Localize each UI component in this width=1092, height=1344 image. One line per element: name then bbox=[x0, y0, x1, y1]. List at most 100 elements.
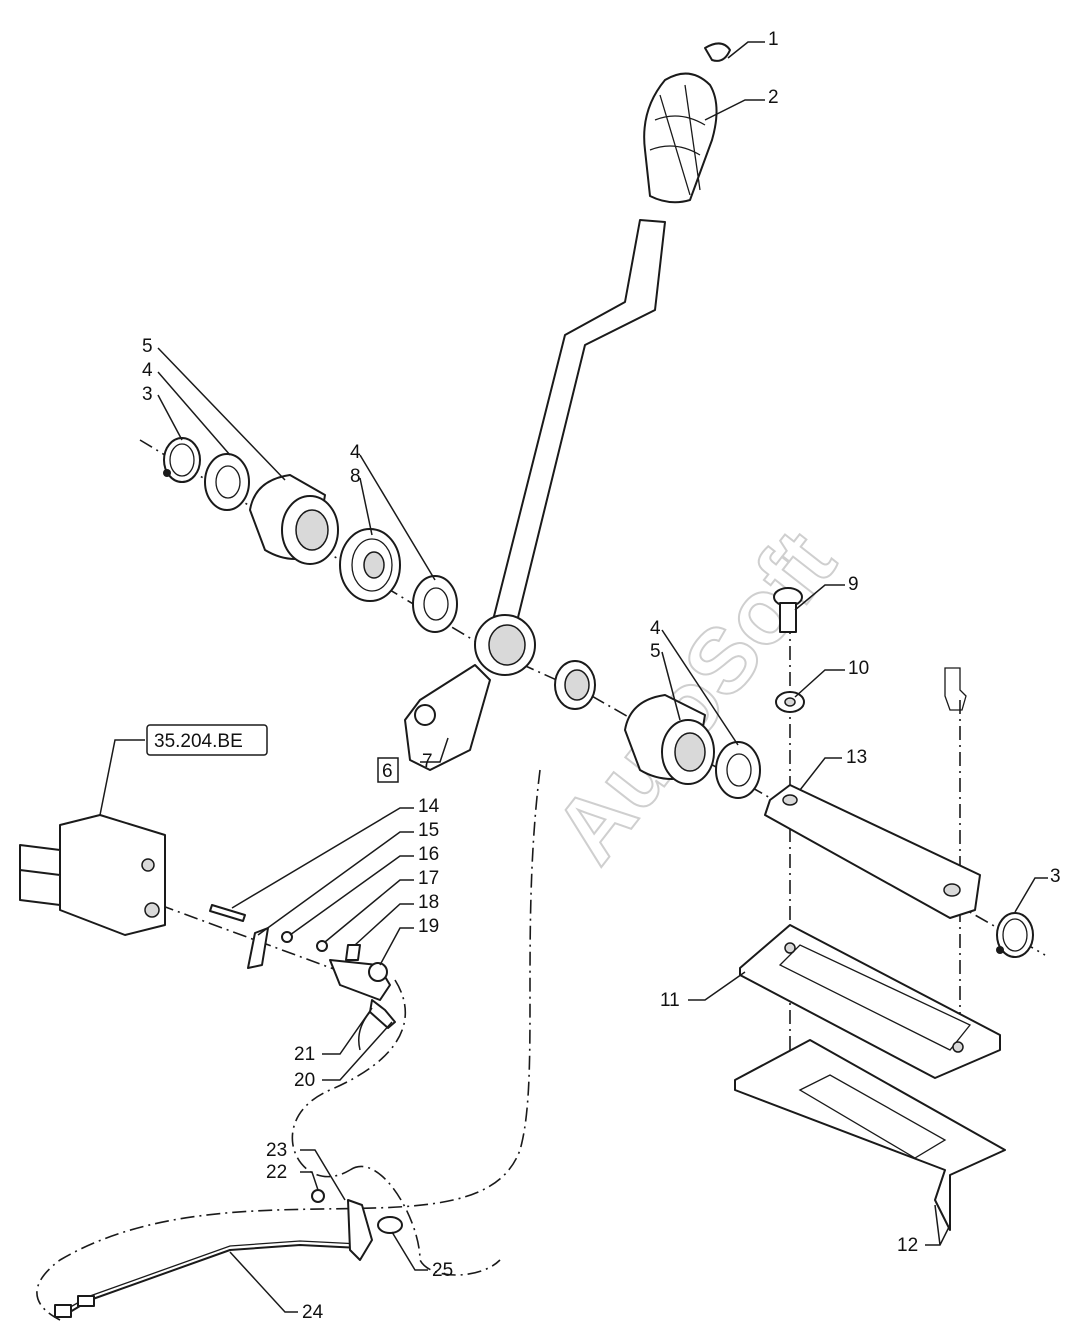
bearing-race bbox=[351, 538, 393, 592]
callout-8: 8 bbox=[350, 466, 361, 487]
valve-spool-lower bbox=[19, 869, 61, 906]
valve-port-2 bbox=[144, 902, 160, 918]
callout-12: 12 bbox=[897, 1235, 918, 1256]
leader-14 bbox=[231, 807, 414, 909]
control-lever-rod bbox=[487, 219, 666, 651]
washer-small bbox=[316, 940, 328, 952]
bearing-bore bbox=[363, 551, 385, 579]
callout-4c: 4 bbox=[650, 618, 661, 639]
snap-ring-right-inner bbox=[1002, 918, 1028, 952]
lever-knob bbox=[643, 72, 718, 204]
leader-13 bbox=[799, 757, 842, 791]
callout-19: 19 bbox=[418, 916, 439, 937]
pin bbox=[209, 904, 246, 922]
leader-8 bbox=[359, 477, 373, 536]
clip bbox=[368, 962, 388, 982]
leader-4a bbox=[157, 371, 231, 456]
leader-11 bbox=[688, 971, 746, 1001]
leader-19 bbox=[379, 927, 414, 966]
reference-leader bbox=[99, 739, 145, 816]
callout-2: 2 bbox=[768, 87, 779, 108]
callout-18: 18 bbox=[418, 892, 439, 913]
shaft-hole-near bbox=[782, 794, 798, 806]
callout-4b: 4 bbox=[350, 442, 361, 463]
washer-right bbox=[715, 741, 761, 799]
nut-hole bbox=[784, 697, 796, 707]
lever-arm-hole bbox=[414, 704, 436, 726]
valve-axis-line bbox=[159, 904, 351, 976]
callout-23: 23 bbox=[266, 1140, 287, 1161]
leader-16 bbox=[289, 855, 414, 936]
hub-bushing-bore bbox=[564, 669, 590, 701]
callout-6: 6 bbox=[382, 761, 393, 782]
callout-11: 11 bbox=[660, 990, 680, 1011]
snap-ring-left-inner bbox=[169, 443, 195, 477]
pivot-shaft bbox=[764, 784, 981, 919]
knob-cap bbox=[704, 42, 731, 62]
callout-3a: 3 bbox=[142, 384, 153, 405]
callout-14: 14 bbox=[418, 796, 440, 817]
valve-port-1 bbox=[141, 858, 155, 872]
cover-plate bbox=[739, 924, 1001, 1079]
leader-12 bbox=[925, 1204, 951, 1246]
callout-25: 25 bbox=[432, 1260, 453, 1281]
washer-mid bbox=[412, 575, 458, 633]
link-plate bbox=[247, 927, 269, 969]
stud-outline bbox=[944, 667, 967, 711]
leader-5a bbox=[157, 347, 286, 481]
knob-grip-lines bbox=[649, 84, 706, 196]
cable-bolt bbox=[311, 1189, 325, 1203]
leader-4c bbox=[661, 629, 739, 746]
callout-7: 7 bbox=[422, 751, 433, 772]
callout-22: 22 bbox=[266, 1162, 287, 1183]
callout-16: 16 bbox=[418, 844, 439, 865]
leader-10 bbox=[794, 669, 845, 698]
lever-hub-bore bbox=[488, 624, 526, 666]
plate-hole-1 bbox=[784, 942, 796, 954]
snap-ring-right-tab bbox=[996, 946, 1004, 954]
bolt-shank bbox=[779, 602, 797, 633]
callout-box-6 bbox=[377, 757, 399, 783]
cable-route-line bbox=[36, 769, 541, 1321]
leader-1 bbox=[727, 41, 765, 59]
leader-4b bbox=[359, 454, 436, 581]
callout-4a: 4 bbox=[142, 360, 153, 381]
sleeve-left-bore bbox=[295, 509, 329, 551]
washer-left bbox=[204, 453, 250, 511]
plate-hole-2 bbox=[952, 1041, 964, 1053]
callout-3b: 3 bbox=[1050, 866, 1061, 887]
cable-ring bbox=[377, 1216, 403, 1234]
leader-3b bbox=[1014, 877, 1048, 913]
leader-18 bbox=[354, 903, 414, 946]
leader-23 bbox=[300, 1149, 346, 1201]
washer-mid-hole bbox=[423, 587, 449, 621]
spacer bbox=[281, 931, 293, 943]
callout-17: 17 bbox=[418, 868, 439, 889]
cable-end-nut bbox=[77, 1295, 95, 1307]
leader-22 bbox=[300, 1171, 319, 1191]
leader-24 bbox=[229, 1251, 298, 1313]
leader-20 bbox=[322, 1021, 393, 1081]
leader-25 bbox=[391, 1231, 428, 1271]
callout-1: 1 bbox=[768, 29, 779, 50]
lever-arm bbox=[404, 664, 491, 771]
leader-17 bbox=[324, 879, 414, 943]
callout-5a: 5 bbox=[142, 336, 153, 357]
gasket bbox=[734, 1039, 1006, 1231]
reference-box bbox=[146, 724, 268, 756]
leader-7 bbox=[420, 737, 449, 763]
callout-21: 21 bbox=[294, 1044, 315, 1065]
gasket-opening bbox=[798, 1074, 947, 1159]
cable-end-fitting bbox=[54, 1304, 72, 1318]
cable-spring bbox=[347, 1199, 373, 1261]
leader-2 bbox=[704, 99, 765, 121]
snap-ring-left-tab bbox=[163, 469, 171, 477]
callout-13: 13 bbox=[846, 747, 867, 768]
screw bbox=[345, 944, 361, 961]
leader-21 bbox=[322, 1007, 373, 1055]
return-route-line bbox=[349, 1165, 501, 1276]
callout-15: 15 bbox=[418, 820, 439, 841]
reference-label: 35.204.BE bbox=[154, 731, 243, 752]
leader-15 bbox=[257, 831, 414, 936]
